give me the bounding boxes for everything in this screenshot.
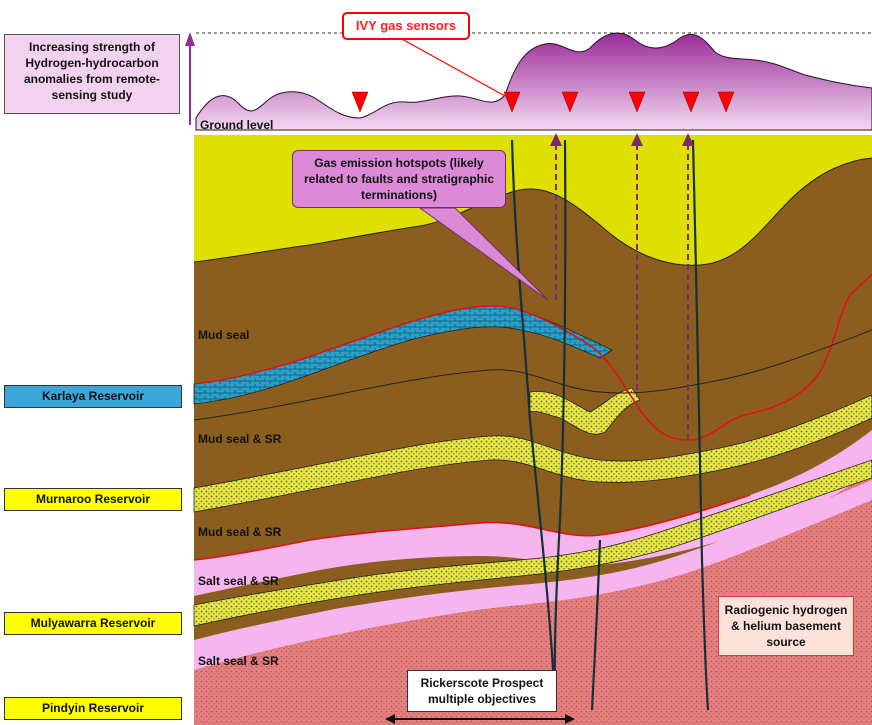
mud-seal-sr-label-1: Mud seal & SR <box>198 432 282 446</box>
prospect-label-box: Rickerscote Prospect multiple objectives <box>407 670 557 712</box>
hotspot-label-box: Gas emission hotspots (likely related to… <box>292 150 506 208</box>
pindyin-reservoir-label: Pindyin Reservoir <box>4 697 182 720</box>
karlaya-reservoir-label: Karlaya Reservoir <box>4 385 182 408</box>
upper-sand-band <box>529 387 641 435</box>
source-label: Radiogenic hydrogen & helium basement so… <box>724 603 848 649</box>
basement-layer <box>194 455 872 725</box>
fault-line-4 <box>691 139 710 711</box>
prospect-extent-arrow <box>385 714 575 724</box>
sensor-callout-pointer <box>399 37 506 97</box>
prospect-label: Rickerscote Prospect multiple objectives <box>420 676 544 706</box>
strength-label: Increasing strength of Hydrogen-hydrocar… <box>23 40 161 102</box>
horizon-line-2 <box>193 329 872 421</box>
sensor-markers <box>351 91 735 113</box>
salt-seal-sr-label-1: Salt seal & SR <box>198 574 279 588</box>
hotspot-callout-tail <box>418 207 549 301</box>
mulyawarra-reservoir-label: Mulyawarra Reservoir <box>4 612 182 635</box>
sensor-marker <box>351 91 369 113</box>
strength-label-box: Increasing strength of Hydrogen-hydrocar… <box>4 34 180 114</box>
reservoir-name: Murnaroo Reservoir <box>35 492 151 506</box>
sensor-marker <box>628 91 646 113</box>
fault-line-2 <box>553 139 567 701</box>
salt-layer-lower <box>194 480 872 670</box>
sensor-marker <box>561 91 579 113</box>
sensor-marker <box>682 91 700 113</box>
red-boundary-lower <box>193 494 751 561</box>
migration-arrows <box>550 133 694 440</box>
hotspot-label: Gas emission hotspots (likely related to… <box>303 156 495 202</box>
murnaroo-reservoir-label: Murnaroo Reservoir <box>4 488 182 511</box>
fault-line-1 <box>510 139 557 701</box>
salt-layer-upper <box>194 430 872 596</box>
horizon-line-1 <box>193 157 872 266</box>
mud-seal-sr-label-2: Mud seal & SR <box>198 525 282 539</box>
sensor-marker <box>717 91 735 113</box>
strength-arrowhead <box>185 32 195 46</box>
sensor-label: IVY gas sensors <box>355 18 457 33</box>
fault-line-3 <box>590 539 602 711</box>
mud-seal-label: Mud seal <box>198 328 250 342</box>
sensor-label-box: IVY gas sensors <box>342 12 470 40</box>
sensor-marker <box>503 91 521 113</box>
salt-seal-sr-label-2: Salt seal & SR <box>198 654 279 668</box>
ground-level-label: Ground level <box>200 118 274 132</box>
source-label-box: Radiogenic hydrogen & helium basement so… <box>718 596 854 656</box>
anomaly-profile <box>195 32 872 131</box>
reservoir-name: Pindyin Reservoir <box>41 701 145 715</box>
reservoir-name: Mulyawarra Reservoir <box>30 616 156 630</box>
reservoir-name: Karlaya Reservoir <box>41 389 145 403</box>
